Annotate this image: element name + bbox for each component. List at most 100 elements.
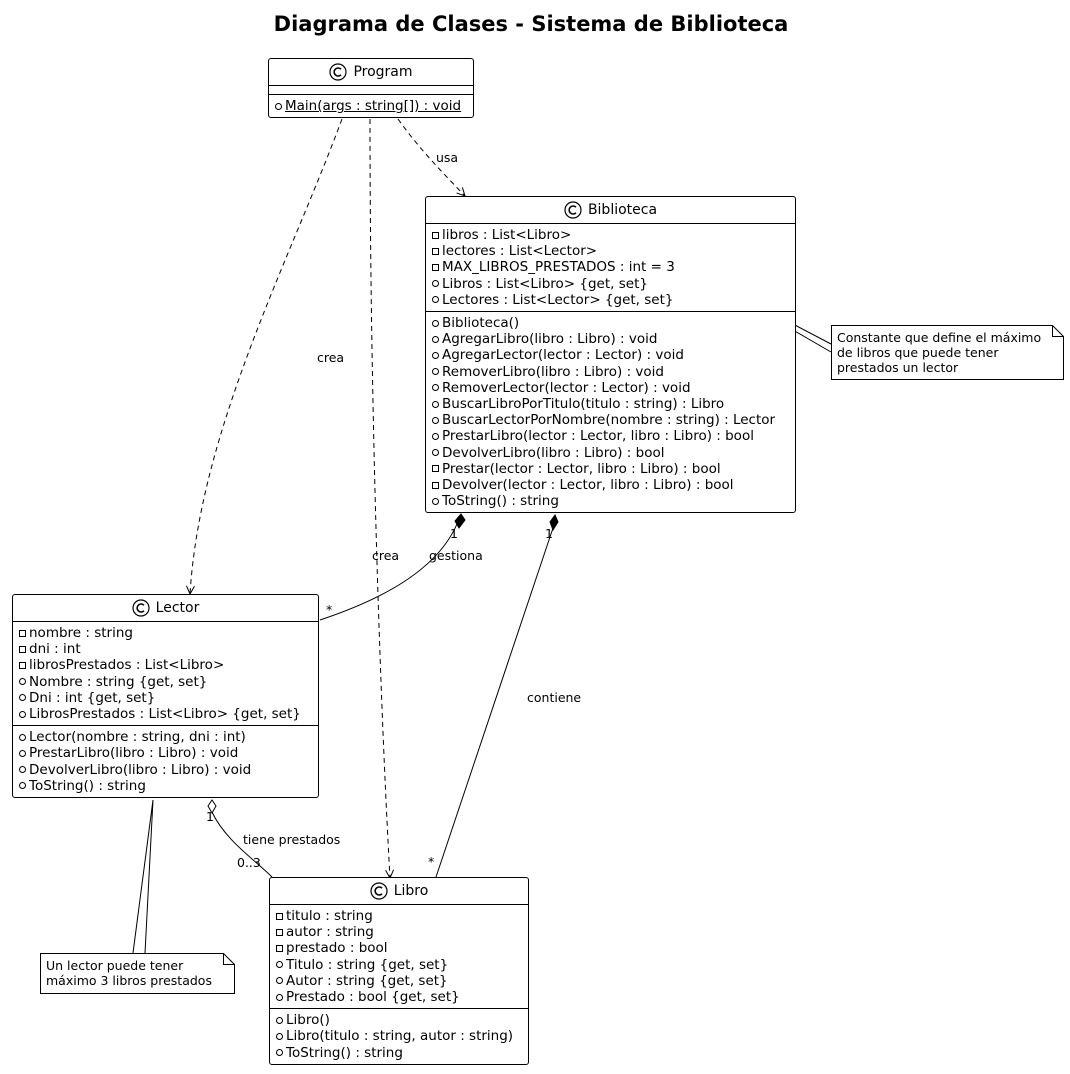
class-program-methods: Main(args : string[]) : void [269, 95, 473, 117]
public-visibility-icon [276, 961, 283, 969]
private-visibility-icon [19, 662, 26, 669]
aggregation-diamond-tiene-prestados [207, 799, 217, 815]
class-libro-methods: Libro()Libro(titulo : string, autor : st… [270, 1009, 528, 1064]
public-visibility-icon [276, 977, 283, 985]
relation-crea-lector-label: crea [317, 350, 344, 365]
relation-usa-label: usa [436, 150, 458, 165]
note-line: de libros que puede tener [837, 345, 999, 360]
public-visibility-icon [432, 449, 439, 457]
class-program[interactable]: Program Main(args : string[]) : void [268, 58, 474, 119]
public-visibility-icon [19, 733, 26, 741]
member-text: Biblioteca() [442, 315, 520, 332]
private-visibility-icon [432, 231, 439, 239]
class-program-attributes [269, 86, 473, 95]
member-text: AgregarLector(lector : Lector) : void [442, 347, 684, 364]
relation-contiene-from-mult: 1 [545, 526, 553, 541]
public-visibility-icon [275, 102, 282, 110]
public-member: Biblioteca() [432, 315, 789, 331]
private-visibility-icon [276, 928, 283, 936]
member-text: BuscarLectorPorNombre(nombre : string) :… [442, 412, 776, 429]
relation-gestiona-line [319, 518, 460, 621]
class-c-icon [564, 201, 582, 219]
private-visibility-icon [432, 481, 439, 489]
private-visibility-icon [432, 264, 439, 271]
public-member: BuscarLectorPorNombre(nombre : string) :… [432, 412, 789, 428]
public-visibility-icon [19, 766, 26, 774]
member-text: prestado : bool [286, 940, 388, 957]
class-biblioteca-name: Biblioteca [587, 201, 658, 218]
private-member: Devolver(lector : Lector, libro : Libro)… [432, 477, 789, 493]
member-text: DevolverLibro(libro : Libro) : void [29, 761, 252, 778]
private-visibility-icon [19, 645, 26, 653]
relation-contiene-label: contiene [527, 690, 581, 705]
note-lector-limit-shape [40, 953, 235, 994]
class-biblioteca-attributes: libros : List<Libro>lectores : List<Lect… [426, 224, 795, 313]
relation-crea-libro-line [369, 118, 390, 878]
relation-tiene-prestados-line [211, 811, 273, 878]
public-member: PrestarLibro(libro : Libro) : void [19, 745, 312, 761]
private-visibility-icon [276, 945, 283, 952]
member-text: dni : int [29, 641, 81, 658]
public-visibility-icon [432, 400, 439, 408]
relation-gestiona-label: gestiona [429, 548, 483, 563]
public-member: Lectores : List<Lector> {get, set} [432, 292, 789, 308]
public-member: Main(args : string[]) : void [275, 98, 467, 114]
member-text: Titulo : string {get, set} [286, 956, 449, 973]
public-member: Libro() [276, 1012, 522, 1028]
public-visibility-icon [19, 694, 26, 702]
member-text: PrestarLibro(lector : Lector, libro : Li… [442, 428, 754, 445]
public-visibility-icon [276, 1049, 283, 1057]
public-member: PrestarLibro(lector : Lector, libro : Li… [432, 428, 789, 444]
public-visibility-icon [276, 993, 283, 1001]
public-member: Dni : int {get, set} [19, 690, 312, 706]
public-visibility-icon [432, 433, 439, 441]
note-line: prestados un lector [837, 360, 959, 375]
composition-diamond-gestiona [454, 513, 466, 529]
public-member: RemoverLibro(libro : Libro) : void [432, 364, 789, 380]
public-member: ToString() : string [276, 1045, 522, 1061]
private-member: nombre : string [19, 625, 312, 641]
public-member: BuscarLibroPorTitulo(titulo : string) : … [432, 396, 789, 412]
public-member: RemoverLector(lector : Lector) : void [432, 380, 789, 396]
member-text: ToString() : string [29, 777, 146, 794]
class-program-header: Program [269, 59, 473, 86]
private-member: Prestar(lector : Lector, libro : Libro) … [432, 461, 789, 477]
public-member: ToString() : string [432, 493, 789, 509]
class-biblioteca-methods: Biblioteca()AgregarLibro(libro : Libro) … [426, 312, 795, 512]
member-text: ToString() : string [442, 493, 559, 510]
member-text: autor : string [286, 924, 374, 941]
member-text: Nombre : string {get, set} [29, 673, 208, 690]
private-member: prestado : bool [276, 940, 522, 956]
private-visibility-icon [432, 247, 439, 255]
member-text: PrestarLibro(libro : Libro) : void [29, 745, 239, 762]
member-text: LibrosPrestados : List<Libro> {get, set} [29, 706, 301, 723]
class-libro-header: Libro [270, 878, 528, 905]
private-member: libros : List<Libro> [432, 227, 789, 243]
public-visibility-icon [276, 1016, 283, 1024]
private-member: lectores : List<Lector> [432, 243, 789, 259]
public-member: Nombre : string {get, set} [19, 674, 312, 690]
member-text: lectores : List<Lector> [442, 243, 598, 260]
note-connector-lector-limit [132, 799, 154, 954]
public-visibility-icon [432, 497, 439, 505]
public-visibility-icon [432, 416, 439, 424]
member-text: Libro() [286, 1012, 330, 1029]
private-visibility-icon [19, 629, 26, 637]
public-visibility-icon [432, 335, 439, 343]
public-visibility-icon [432, 296, 439, 304]
member-text: Prestar(lector : Lector, libro : Libro) … [442, 460, 721, 477]
member-text: titulo : string [286, 908, 373, 924]
note-line: máximo 3 libros prestados [46, 973, 212, 988]
note-max-constant-shape [831, 325, 1064, 380]
class-biblioteca[interactable]: Biblioteca libros : List<Libro>lectores … [425, 196, 796, 514]
public-member: ToString() : string [19, 778, 312, 794]
public-member: AgregarLector(lector : Lector) : void [432, 347, 789, 363]
